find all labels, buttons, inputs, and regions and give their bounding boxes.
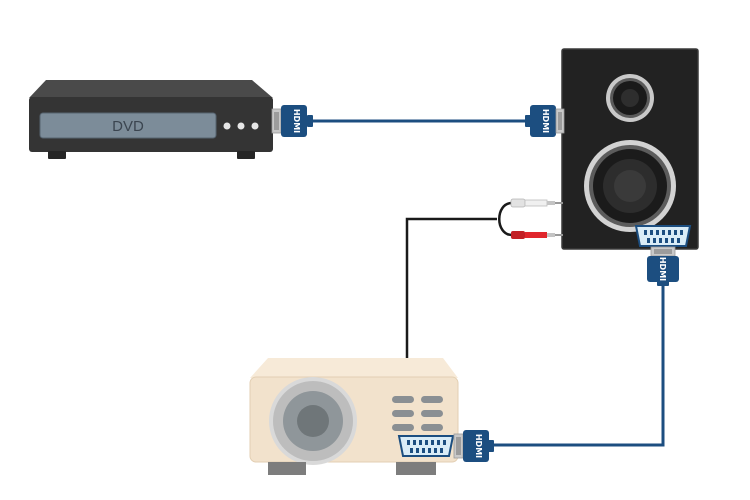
dvd-button-1 bbox=[223, 122, 231, 130]
hdmi-cable-speaker-projector bbox=[492, 283, 665, 447]
hdmi-port-projector bbox=[397, 435, 455, 457]
hdmi-label-speaker-input: HDMI bbox=[541, 109, 550, 133]
hdmi-label-speaker-output: HDMI bbox=[658, 257, 667, 281]
dvd-player-tray bbox=[39, 112, 217, 139]
hdmi-port-speaker bbox=[634, 225, 692, 247]
projector-top bbox=[250, 358, 458, 378]
hdmi-plug-speaker-output: HDMI bbox=[647, 246, 679, 286]
dvd-button-2 bbox=[237, 122, 245, 130]
dvd-button-3 bbox=[251, 122, 259, 130]
rca-plug-white bbox=[510, 198, 563, 208]
audio-cable bbox=[405, 217, 497, 358]
hdmi-label-dvd: HDMI bbox=[292, 109, 301, 133]
projector-foot-right bbox=[396, 462, 436, 475]
projector bbox=[249, 358, 459, 475]
dvd-player: DVD bbox=[29, 80, 273, 159]
dvd-foot-left bbox=[48, 151, 66, 159]
projector-foot-left bbox=[268, 462, 306, 475]
hdmi-plug-dvd: HDMI bbox=[271, 105, 313, 137]
dvd-foot-right bbox=[237, 151, 255, 159]
projector-vents bbox=[392, 396, 443, 431]
audio-splitter bbox=[498, 201, 513, 237]
rca-plug-red bbox=[511, 231, 563, 239]
hdmi-plug-projector: HDMI bbox=[453, 430, 494, 462]
hdmi-plug-speaker-input: HDMI bbox=[525, 105, 565, 137]
dvd-player-top bbox=[29, 80, 273, 98]
dvd-label: DVD bbox=[112, 118, 144, 135]
hdmi-label-projector: HDMI bbox=[474, 434, 483, 458]
speaker bbox=[561, 48, 699, 250]
